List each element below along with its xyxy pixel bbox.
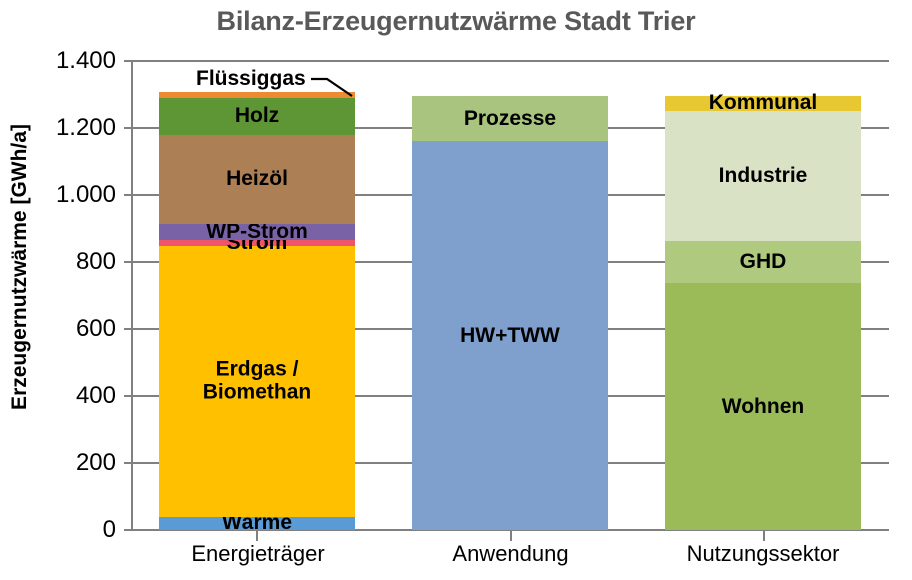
bar-segment-wärme[interactable]: Wärme	[159, 511, 355, 534]
chart-title: Bilanz-Erzeugernutzwärme Stadt Trier	[216, 6, 696, 36]
y-tick-mark	[124, 194, 132, 196]
category-label-nutzungssektor: Nutzungssektor	[686, 541, 840, 566]
bar-segment-label: WP-Strom	[206, 219, 308, 243]
y-tick-mark	[124, 462, 132, 464]
y-tick-label: 800	[75, 248, 116, 275]
category-separator-2	[510, 531, 512, 541]
y-tick-label: 0	[102, 516, 116, 543]
bar-segment-label: Wohnen	[721, 394, 805, 418]
bar-segment-hw+tww[interactable]: HW+TWW	[412, 141, 608, 530]
gridline	[132, 60, 889, 62]
bar-segment-strom[interactable]: Strom	[159, 231, 355, 254]
bar-segment-erdgas-biomethan[interactable]: Erdgas /Biomethan	[159, 245, 355, 517]
y-tick-mark	[124, 328, 132, 330]
bar-segment-prozesse[interactable]: Prozesse	[412, 96, 608, 142]
bar-segment-industrie[interactable]: Industrie	[665, 110, 861, 242]
y-axis-line	[131, 61, 133, 531]
bar-segment-holz[interactable]: Holz	[159, 97, 355, 135]
bar-segment-kommunal[interactable]: Kommunal	[665, 91, 861, 114]
bar-segment-label: Industrie	[718, 163, 808, 187]
category-label-energietraeger: Energieträger	[191, 541, 325, 566]
category-label-anwendung: Anwendung	[452, 541, 569, 566]
category-separator-1	[256, 531, 258, 541]
y-tick-mark	[124, 127, 132, 129]
y-tick-label: 200	[75, 449, 116, 476]
bar-segment-heizöl[interactable]: Heizöl	[159, 134, 355, 224]
bar-segment-label: Heizöl	[226, 167, 288, 191]
bar-segment-label: Erdgas /Biomethan	[202, 357, 312, 404]
bar-segment-wohnen[interactable]: Wohnen	[665, 283, 861, 530]
bar-segment-label: HW+TWW	[460, 323, 560, 347]
bar-segment-label: Prozesse	[463, 106, 557, 130]
y-tick-label: 1.000	[55, 181, 116, 208]
y-tick-mark	[124, 395, 132, 397]
bar-segment-wp-strom[interactable]: WP-Strom	[159, 219, 355, 243]
y-tick-mark	[124, 60, 132, 62]
category-separator-3	[763, 531, 765, 541]
bar-segment-label: GHD	[739, 249, 787, 273]
bar-segment-flüssiggas[interactable]	[159, 91, 355, 98]
flussiggas-callout-label: Flüssiggas	[196, 67, 306, 90]
y-tick-label: 600	[75, 315, 116, 342]
y-tick-mark	[124, 261, 132, 263]
y-tick-mark	[124, 529, 132, 531]
y-tick-label: 1.400	[55, 47, 116, 74]
bar-nutzungssektor[interactable]: Wohnen GHD Industrie Kommunal	[665, 91, 861, 530]
bar-segment-label: Holz	[234, 104, 280, 128]
bar-anwendung[interactable]: HW+TWW Prozesse	[412, 96, 608, 530]
y-tick-label: 400	[75, 382, 116, 409]
y-tick-label: 1.200	[55, 114, 116, 141]
y-axis-tick-labels: 1.400 1.200 1.000 800 600 400 200 0	[0, 0, 132, 580]
bar-segment-ghd[interactable]: GHD	[665, 241, 861, 284]
gridline	[132, 529, 889, 531]
